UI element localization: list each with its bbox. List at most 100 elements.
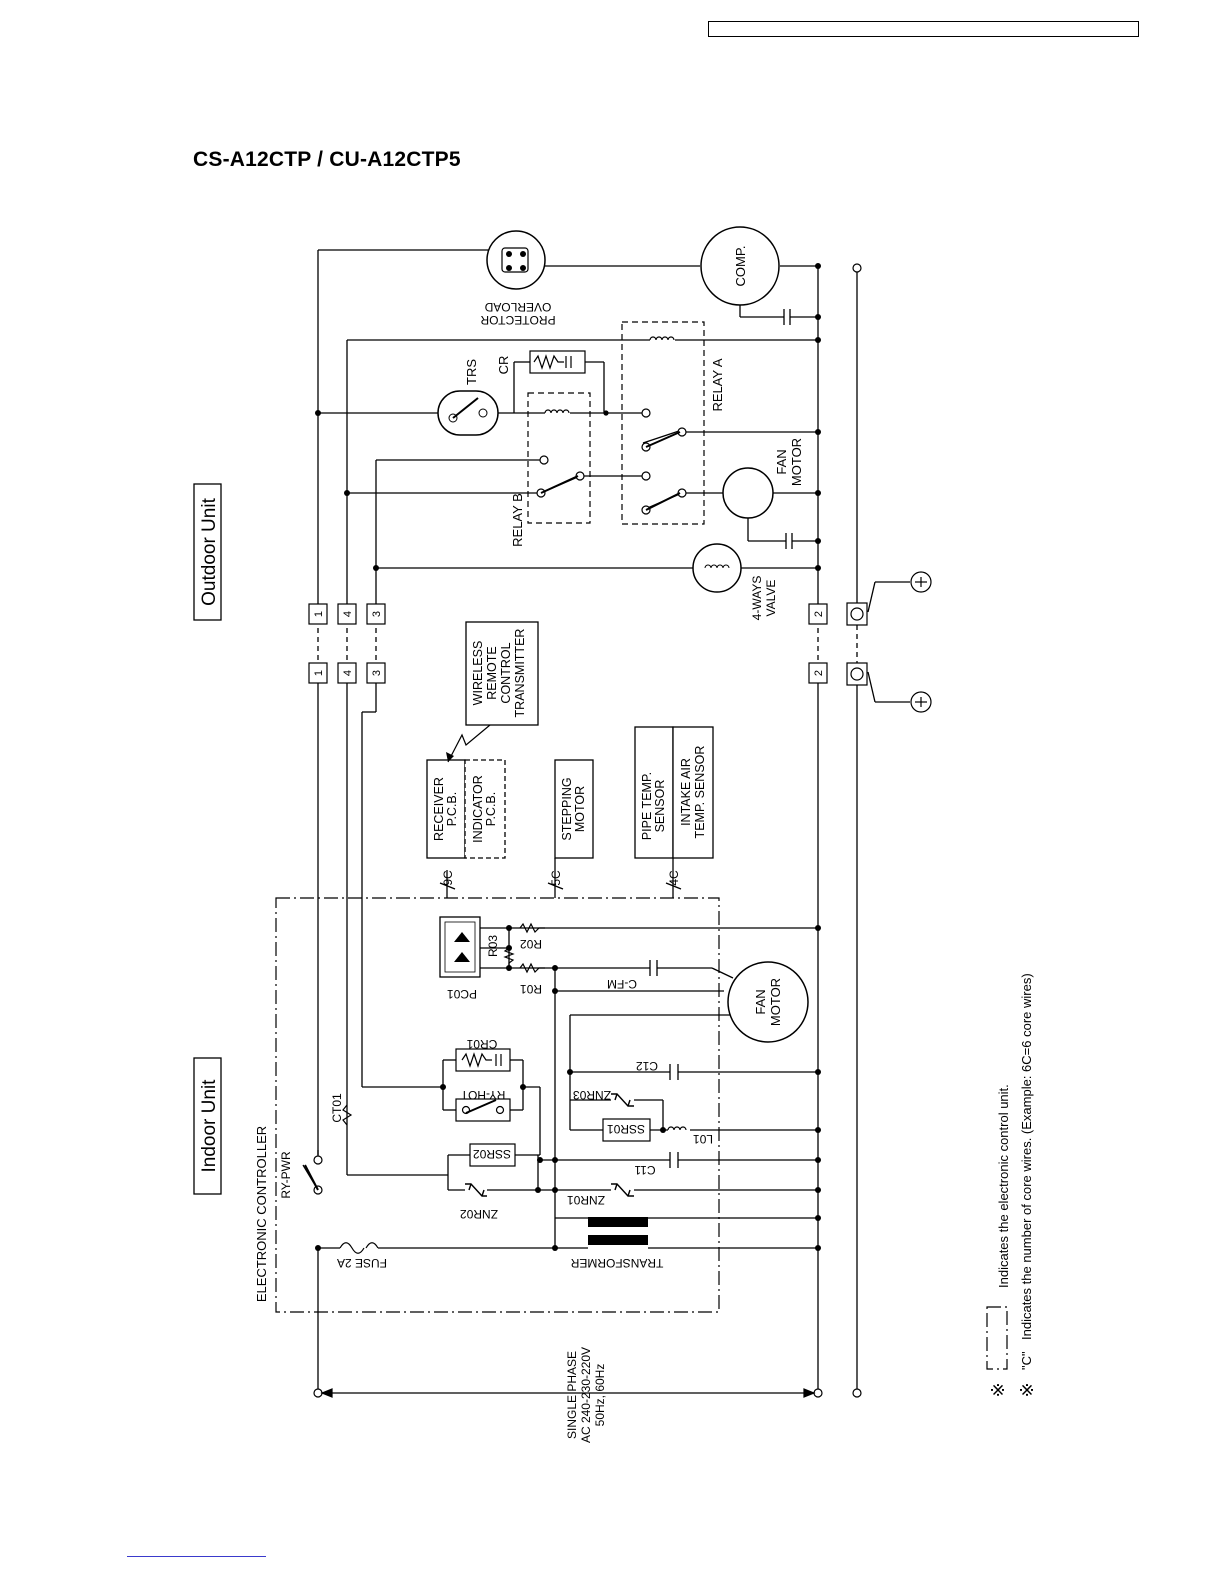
trs-label: TRS [464,359,479,385]
outdoor-motor-label: MOTOR [789,438,804,486]
pipe-sensor-label-2: SENSOR [653,780,667,833]
power-label-3: 50Hz, 60Hz [593,1364,607,1427]
earth-icon [850,571,932,713]
fuse-label: FUSE 2A [337,1256,387,1270]
compressor-label: COMP. [733,246,748,287]
receiver-label-1: RECEIVER [432,777,446,841]
page-title: CS-A12CTP / CU-A12CTP5 [193,148,461,171]
indoor-fan-label: FAN [753,989,768,1014]
legend-mark-2: ※ [1017,1382,1037,1397]
terminal-4-in: 4 [342,670,354,676]
relay-contacts [536,408,687,515]
footer-line [127,1556,266,1557]
outdoor-unit-box [193,483,222,621]
c11-label: C11 [634,1163,655,1177]
legend-item-2: Indicates the number of core wires. (Exa… [1019,973,1034,1340]
legend-mark-1: ※ [988,1382,1008,1397]
outdoor-fan-label: FAN [774,449,789,474]
legend-item-1: Indicates the electronic control unit. [996,1084,1011,1288]
remote-label-4: TRANSMITTER [513,629,527,718]
ssr02-label: SSR02 [473,1147,511,1161]
remote-label-3: CONTROL [499,642,513,703]
capacitors [649,960,679,1168]
relay-coils [544,336,675,414]
terminal-2-out: 2 [813,611,825,617]
ry-pwr-label: RY-PWR [279,1151,293,1199]
fuse-icon [339,1242,379,1254]
cr-component [529,350,586,374]
intake-sensor-label-1: INTAKE AIR [679,758,693,826]
ssr02-box [469,1143,516,1167]
stepping-label-2: MOTOR [573,786,587,832]
relay-b-outline [527,392,591,524]
wireless-signal-icon [447,724,491,763]
ry-hot-box [455,1098,511,1122]
indoor-motor-label: MOTOR [768,978,783,1026]
indoor-fan-motor: FAN MOTOR [727,961,809,1043]
ry-pwr-switch [304,1155,323,1195]
c12-label: C12 [636,1059,658,1073]
znr01-label: ZNR01 [567,1193,605,1207]
stepping-label-1: STEPPING [560,777,574,840]
znr03-label: ZNR03 [573,1088,611,1102]
indoor-unit-box [193,1057,222,1195]
intake-sensor-label-2: TEMP. SENSOR [693,746,707,839]
line-end-terminals [313,263,862,1398]
electronic-controller-outline [275,897,720,1313]
power-label-1: SINGLE PHASE [565,1351,579,1439]
r01-label: R01 [520,982,542,996]
receiver-pcb-box [426,759,466,859]
l01-inductor [667,1126,687,1131]
protector-label: PROTECTOR [480,313,555,327]
cr-label: CR [496,356,511,375]
outdoor-unit-label: Outdoor Unit [199,497,220,605]
power-arrow [320,1388,816,1398]
r02-label: R02 [520,937,542,951]
junction-dots [315,263,821,1251]
r03-label: R03 [486,935,500,957]
trs-switch [437,390,499,436]
relay-a-label: RELAY A [710,358,725,411]
legend-item-2-prefix: "C" [1019,1351,1034,1370]
cfm-label: C-FM [607,977,637,991]
overload-label: OVERLOAD [484,300,551,314]
legend: ※ Indicates the electronic control unit.… [986,973,1037,1398]
cr01-label: CR01 [466,1037,497,1051]
remote-label-2: REMOTE [485,646,499,699]
terminal-3-out: 3 [371,611,383,617]
overload-protector [486,230,546,290]
ssr01-label: SSR01 [607,1122,645,1136]
valve-label-1: 4-WAYS [750,576,764,621]
remote-transmitter-box [465,621,539,726]
varistors [465,1093,634,1197]
indoor-unit-label: Indoor Unit [199,1079,220,1173]
electronic-controller-label: ELECTRONIC CONTROLLER [254,1126,269,1302]
terminal-1-out: 1 [313,611,325,617]
receiver-label-2: P.C.B. [445,792,459,827]
pc01-optocoupler [439,916,481,978]
transformer-label: TRANSFORMER [570,1256,663,1270]
outdoor-fan-motor: FAN MOTOR [722,438,804,519]
terminal-2-in: 2 [813,670,825,676]
power-label-2: AC 240-230-220V [579,1347,593,1443]
compressor: COMP. [700,226,780,306]
ry-hot-label: RY-HOT [460,1088,505,1102]
relay-b-label: RELAY B [510,493,525,547]
relay-a-outline [621,321,705,525]
transformer-icon [588,1217,648,1245]
terminal-4-out: 4 [342,611,354,617]
ssr01-box [602,1118,651,1142]
wire-count-4c: 4C [667,870,681,886]
indicator-label-2: P.C.B. [484,792,498,827]
ct01-coil [342,1104,353,1126]
terminal-boxes [308,602,868,686]
indicator-label-1: INDICATOR [471,775,485,843]
valve-label-2: VALVE [764,580,778,617]
wire-count-5c: 5C [549,870,563,886]
pipe-sensor-label-1: PIPE TEMP. [640,772,654,840]
indicator-pcb-box [464,759,506,859]
terminal-3-in: 3 [371,670,383,676]
pc01-label: PC01 [447,987,477,1001]
resistors [503,922,545,974]
